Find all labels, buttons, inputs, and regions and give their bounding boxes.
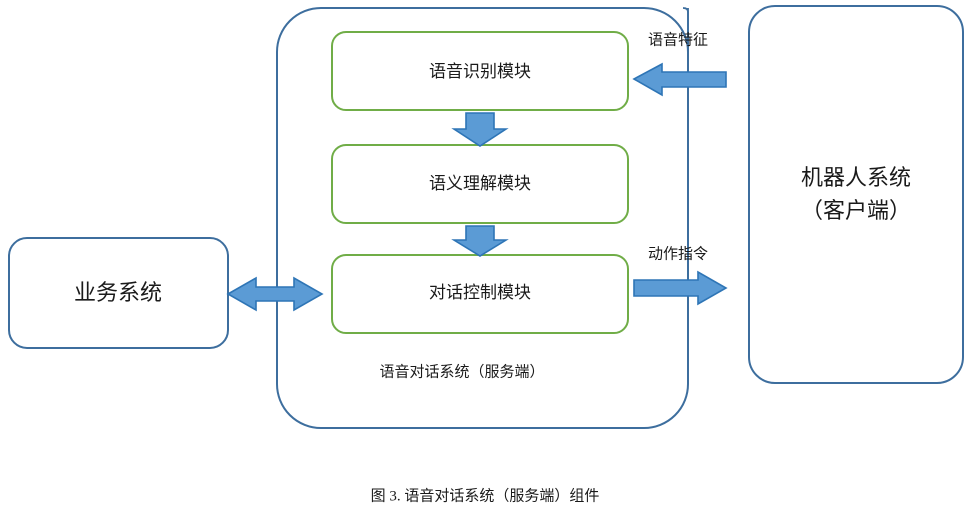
business-system-label: 业务系统	[74, 280, 162, 305]
speech-recognition-module-box[interactable]	[331, 31, 629, 111]
dialogue-control-module-label: 对话控制模块	[429, 283, 531, 302]
down-arrow-recognition-to-semantic	[451, 112, 509, 147]
robot-system-label-line1: 机器人系统	[801, 165, 911, 190]
bidirectional-arrow-business-dialogue	[226, 276, 324, 312]
voice-feature-label: 语音特征	[648, 31, 708, 48]
server-container-label: 语音对话系统（服务端）	[379, 363, 544, 380]
speech-recognition-module-label: 语音识别模块	[429, 62, 531, 81]
figure-caption: 图 3. 语音对话系统（服务端）组件	[371, 487, 600, 504]
robot-system-label-line2: （客户端）	[801, 198, 911, 223]
down-arrow-semantic-to-dialogue	[451, 225, 509, 257]
arrow-voice-feature	[632, 62, 727, 97]
semantic-understanding-module-label: 语义理解模块	[429, 174, 531, 193]
robot-system-box[interactable]	[748, 5, 964, 384]
arrow-action-command	[633, 270, 728, 306]
business-system-box[interactable]	[8, 237, 229, 349]
action-command-label: 动作指令	[648, 245, 708, 262]
